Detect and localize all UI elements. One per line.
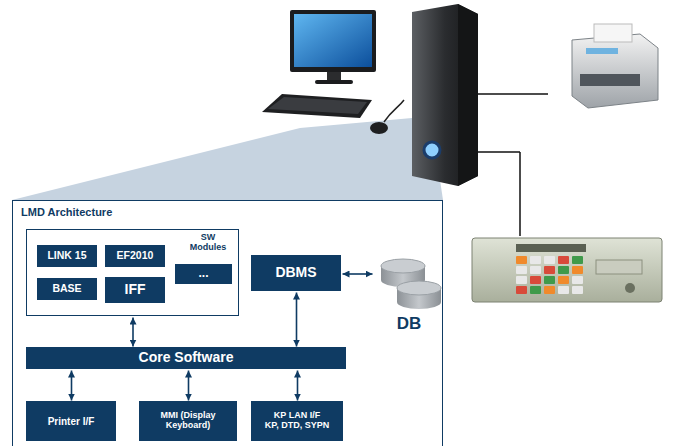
process-box: MMI (Display Keyboard) [139, 401, 237, 441]
connector-arrow [296, 370, 298, 400]
box-label: KP LAN I/F [274, 411, 320, 421]
keypad-key [544, 266, 555, 274]
box-label: IFF [125, 282, 146, 297]
connector-arrow [187, 370, 189, 400]
zoom-wedge [12, 118, 443, 200]
keypad-key [544, 256, 555, 264]
keypad-keys [516, 256, 583, 294]
keypad-key [558, 286, 569, 294]
box-label: EF2010 [117, 250, 154, 262]
process-box: DBMS [251, 255, 341, 291]
printer-wire [478, 93, 548, 95]
monitor-neck [327, 72, 341, 81]
keypad-key [544, 276, 555, 284]
keypad-key [558, 276, 569, 284]
database-symbol: DB [373, 256, 445, 338]
box-label: BASE [52, 283, 81, 295]
connector-arrow [342, 273, 372, 275]
keypad-key [516, 286, 527, 294]
group-label: SW Modules [184, 233, 232, 253]
box-label: ... [198, 267, 208, 280]
database-label: DB [373, 314, 445, 334]
connector-arrow [295, 292, 297, 346]
box-label: DBMS [275, 265, 316, 280]
architecture-frame: LMD Architecture SW ModulesLINK 15 EF2010.… [12, 200, 443, 446]
printer-panel [586, 48, 618, 54]
device-slot [596, 260, 642, 274]
keypad-key [572, 256, 583, 264]
keypad-key [530, 256, 541, 264]
keypad-key [558, 266, 569, 274]
device-display [516, 244, 586, 252]
keypad-key [530, 286, 541, 294]
tower-side [458, 4, 478, 186]
keypad-key [558, 256, 569, 264]
frame-title: LMD Architecture [21, 206, 112, 218]
mouse-cable [384, 100, 404, 122]
process-box: Printer I/F [26, 401, 116, 441]
keypad-key [544, 286, 555, 294]
keypad-key [516, 256, 527, 264]
connector-arrow [132, 317, 134, 346]
tower [412, 4, 478, 186]
mouse [370, 122, 388, 134]
printer [572, 34, 658, 108]
box-label: KP, DTD, SYPN [265, 421, 329, 431]
module-group: SW ModulesLINK 15 EF2010... BASE IFF [26, 229, 239, 316]
keypad-key [530, 266, 541, 274]
process-box: EF2010 [105, 245, 165, 267]
database-cylinders [373, 256, 445, 312]
kp-wire [478, 151, 520, 153]
keypad-key [516, 266, 527, 274]
box-label: MMI (Display Keyboard) [139, 411, 237, 431]
printer-paper [594, 24, 632, 42]
connector-arrow [70, 370, 72, 400]
process-box: IFF [105, 277, 165, 303]
box-label: Printer I/F [48, 416, 95, 427]
process-box: LINK 15 [37, 245, 97, 267]
process-box: Core Software [26, 347, 346, 369]
printer-tray [580, 74, 640, 86]
keypad-key [572, 266, 583, 274]
keypad-key [572, 276, 583, 284]
monitor-base [315, 80, 353, 84]
keypad-key [530, 276, 541, 284]
keypad-key [572, 286, 583, 294]
keypad-device [472, 238, 662, 302]
monitor-frame [290, 10, 376, 72]
box-label: LINK 15 [47, 250, 86, 262]
process-box: BASE [37, 278, 97, 300]
keypad-key [516, 276, 527, 284]
keyboard-keys [268, 97, 367, 114]
monitor-screen [294, 14, 372, 67]
power-button [424, 142, 440, 158]
keyboard [262, 94, 372, 118]
box-label: Core Software [139, 350, 234, 365]
process-box: ... [175, 264, 232, 284]
process-box: KP LAN I/FKP, DTD, SYPN [251, 401, 343, 441]
kp-wire [519, 152, 521, 236]
device-knob [625, 283, 635, 293]
